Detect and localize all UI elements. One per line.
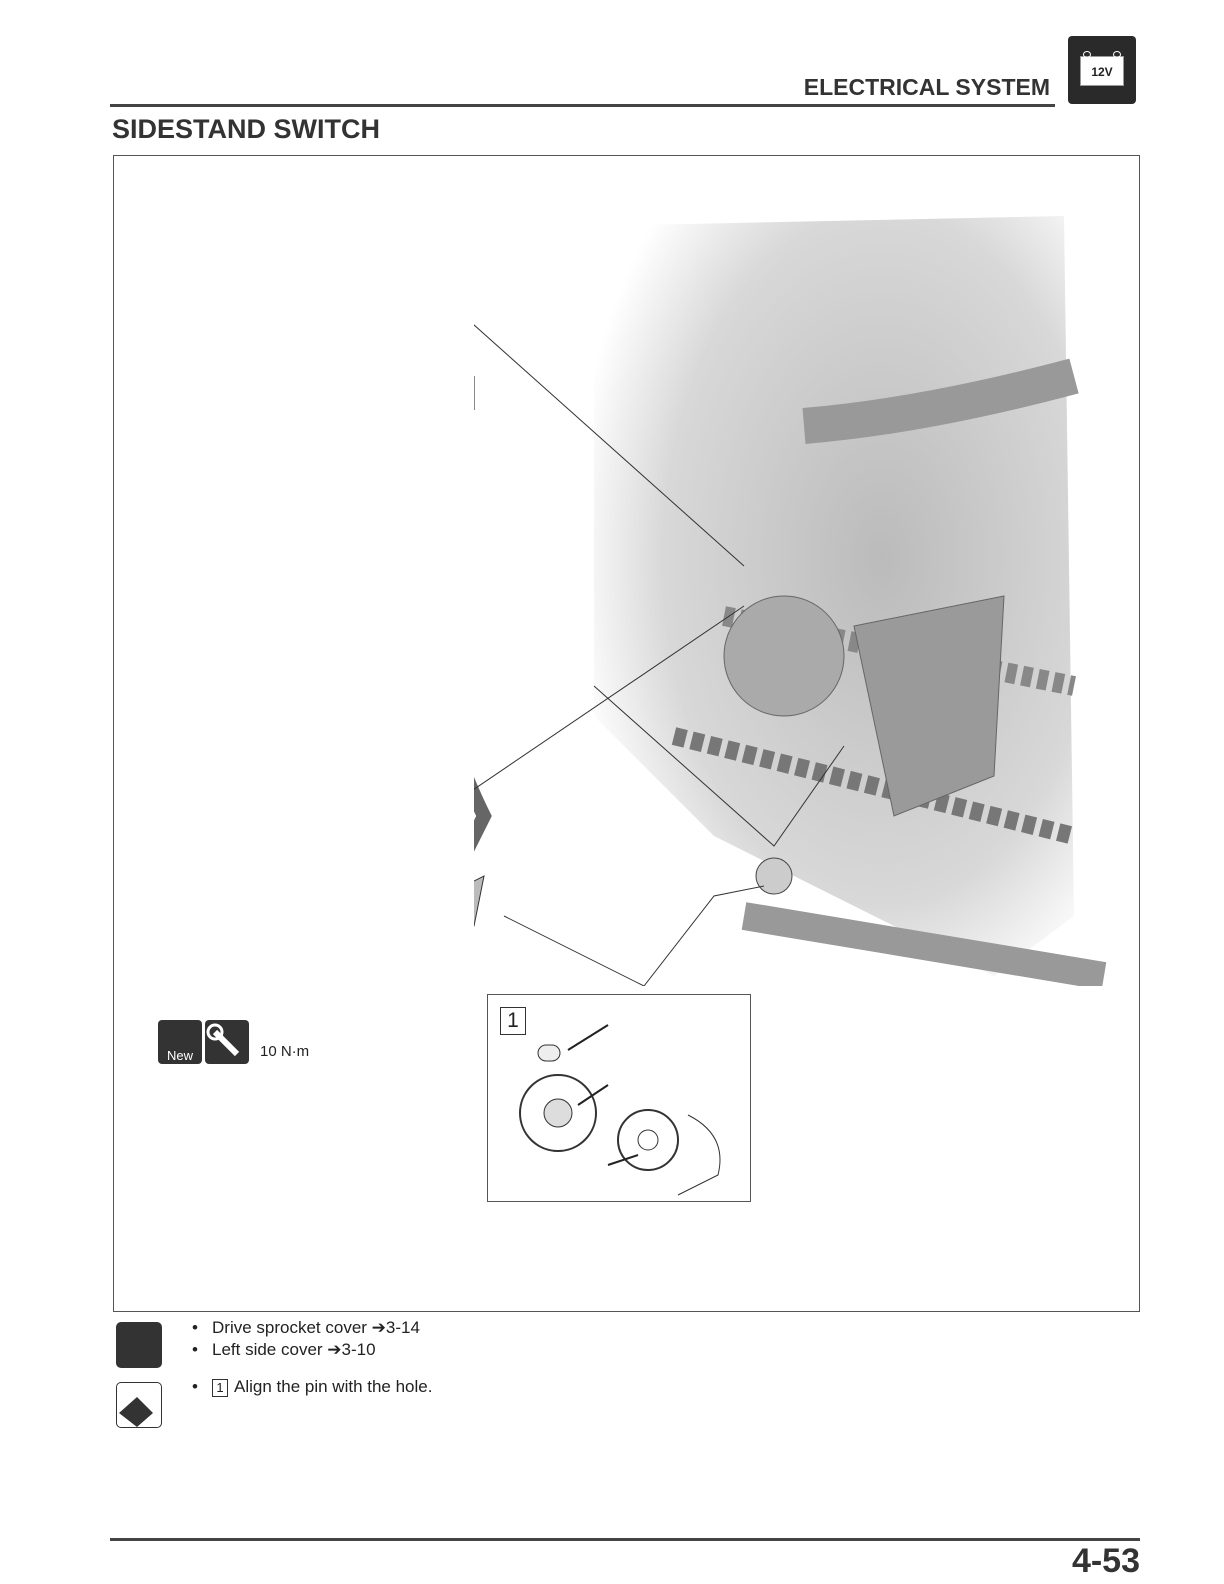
new-label: New: [166, 1048, 193, 1063]
battery-icon: 12V: [1068, 36, 1136, 104]
sidestand-illustration: [474, 216, 1107, 986]
header-rule: [110, 104, 1055, 107]
removal-icon: [116, 1322, 162, 1368]
removal-step: Left side cover ➔3-10: [192, 1340, 376, 1360]
torque-icons: New: [158, 1020, 249, 1064]
wrench-icon: [205, 1020, 249, 1064]
removal-step: Drive sprocket cover ➔3-14: [192, 1318, 420, 1338]
footer-rule: [110, 1538, 1140, 1541]
torque-value: 10 N·m: [260, 1043, 310, 1060]
callout-number: 1: [212, 1379, 228, 1397]
install-text: Align the pin with the hole.: [234, 1377, 433, 1396]
replace-new-icon: New: [158, 1020, 202, 1064]
page-number: 4-53: [1071, 1542, 1140, 1580]
install-step: 1 Align the pin with the hole.: [192, 1377, 433, 1397]
battery-label: 12V: [1080, 51, 1124, 86]
pin-hole-detail-drawing: [519, 1024, 721, 1196]
installation-icon: [116, 1382, 162, 1428]
page-title: SIDESTAND SWITCH: [112, 114, 380, 144]
figure-frame: 1 New 10 N·m: [113, 155, 1140, 1312]
section-header: ELECTRICAL SYSTEM: [803, 74, 1050, 100]
inset-detail: 1: [487, 994, 751, 1202]
inset-label: 1: [500, 1007, 526, 1035]
